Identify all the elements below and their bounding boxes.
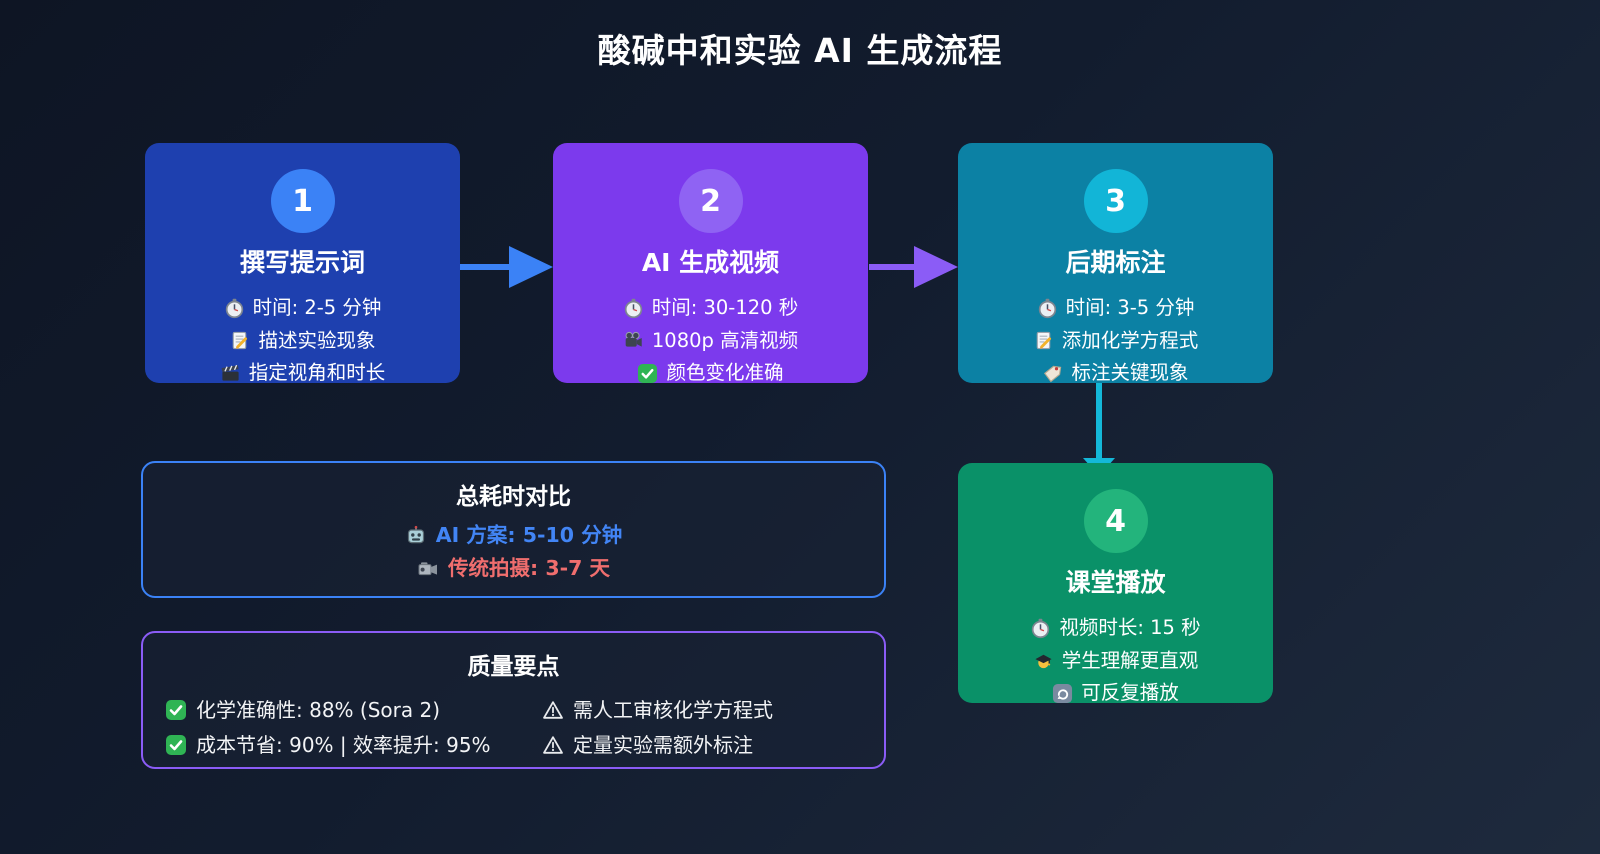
quality-item-text: 需人工审核化学方程式 — [573, 698, 773, 722]
student-icon — [1033, 650, 1054, 671]
step-detail: 学生理解更直观 — [958, 645, 1273, 678]
robot-icon — [405, 525, 427, 547]
repeat-icon — [1052, 683, 1073, 704]
step-detail-text: 描述实验现象 — [258, 328, 376, 352]
page-title: 酸碱中和实验 AI 生成流程 — [597, 31, 1003, 70]
quality-grid: 化学准确性: 88% (Sora 2) 需人工审核化学方程式 成本节省: 90%… — [143, 695, 884, 760]
arrow-shaft — [1096, 383, 1102, 465]
memo-icon — [1033, 330, 1054, 351]
step-detail: 颜色变化准确 — [553, 357, 868, 390]
step-detail-text: 颜色变化准确 — [666, 361, 784, 384]
movie-camera-icon — [623, 330, 644, 351]
time-comparison-panel: 总耗时对比 AI 方案: 5-10 分钟 传统拍摄: 3-7 天 — [141, 461, 886, 598]
warning-icon — [542, 734, 564, 756]
step-detail: 标注关键现象 — [958, 357, 1273, 390]
step-detail: 时间: 30-120 秒 — [553, 292, 868, 325]
step-detail-text: 时间: 2-5 分钟 — [252, 296, 382, 319]
quality-item-text: 化学准确性: 88% (Sora 2) — [196, 698, 441, 722]
step-detail: 时间: 2-5 分钟 — [145, 292, 460, 325]
quality-item-text: 成本节省: 90% | 效率提升: 95% — [196, 733, 491, 757]
step-4-title: 课堂播放 — [1065, 568, 1166, 597]
step-2-number-badge: 2 — [678, 169, 743, 233]
step-3-details: 时间: 3-5 分钟 添加化学方程式 标注关键现象 — [958, 292, 1273, 390]
check-icon — [165, 699, 187, 721]
stopwatch-icon — [1030, 618, 1051, 639]
warning-icon — [542, 699, 564, 721]
step-1-details: 时间: 2-5 分钟 描述实验现象 指定视角和时长 — [145, 292, 460, 390]
arrow-head-icon — [914, 246, 958, 288]
step-detail-text: 标注关键现象 — [1071, 361, 1189, 384]
step-detail: 描述实验现象 — [145, 325, 460, 358]
step-detail-text: 视频时长: 15 秒 — [1059, 616, 1201, 639]
arrow-shaft — [459, 264, 509, 270]
check-icon — [637, 363, 658, 384]
step-card-4: 4 课堂播放 视频时长: 15 秒 学生理解更直观 可反复播放 — [958, 463, 1273, 704]
step-detail-text: 添加化学方程式 — [1061, 328, 1199, 352]
step-1-title: 撰写提示词 — [239, 248, 365, 277]
arrow-head-icon — [509, 246, 553, 288]
step-detail-text: 学生理解更直观 — [1061, 648, 1199, 672]
step-detail-text: 时间: 3-5 分钟 — [1065, 296, 1195, 319]
step-detail-text: 1080p 高清视频 — [651, 328, 799, 352]
clapperboard-icon — [220, 363, 241, 384]
step-3-title: 后期标注 — [1065, 248, 1166, 277]
memo-icon — [229, 330, 250, 351]
step-detail-text: 指定视角和时长 — [248, 361, 386, 384]
traditional-filming-text: 传统拍摄: 3-7 天 — [447, 556, 610, 580]
step-card-3: 3 后期标注 时间: 3-5 分钟 添加化学方程式 标注关键现象 — [958, 143, 1273, 384]
arrow-step1-to-step2 — [459, 245, 553, 289]
arrow-step2-to-step3 — [869, 245, 958, 289]
ai-plan-row: AI 方案: 5-10 分钟 — [143, 519, 884, 552]
step-detail: 视频时长: 15 秒 — [958, 612, 1273, 645]
step-detail: 时间: 3-5 分钟 — [958, 292, 1273, 325]
step-detail: 添加化学方程式 — [958, 325, 1273, 358]
time-panel-title: 总耗时对比 — [456, 484, 571, 510]
step-3-number-badge: 3 — [1083, 169, 1148, 233]
video-camera-icon — [417, 558, 439, 580]
check-icon — [165, 734, 187, 756]
quality-points-panel: 质量要点 化学准确性: 88% (Sora 2) 需人工审核化学方程式 成本节省… — [141, 631, 886, 769]
quality-item: 化学准确性: 88% (Sora 2) — [165, 695, 542, 725]
step-card-1: 1 撰写提示词 时间: 2-5 分钟 描述实验现象 指定视角和时长 — [145, 143, 460, 384]
step-detail-text: 可反复播放 — [1081, 681, 1179, 704]
quality-item: 成本节省: 90% | 效率提升: 95% — [165, 730, 542, 760]
arrow-shaft — [869, 264, 914, 270]
step-card-2: 2 AI 生成视频 时间: 30-120 秒 1080p 高清视频 颜色变化准确 — [553, 143, 868, 384]
step-2-title: AI 生成视频 — [641, 248, 780, 277]
step-detail: 1080p 高清视频 — [553, 325, 868, 358]
label-icon — [1042, 363, 1063, 384]
step-detail: 指定视角和时长 — [145, 357, 460, 390]
step-4-number-badge: 4 — [1083, 489, 1148, 553]
stopwatch-icon — [224, 298, 245, 319]
step-detail: 可反复播放 — [958, 677, 1273, 710]
stopwatch-icon — [1037, 298, 1058, 319]
stopwatch-icon — [623, 298, 644, 319]
quality-item: 定量实验需额外标注 — [542, 730, 862, 760]
quality-panel-title: 质量要点 — [467, 654, 560, 680]
ai-plan-text: AI 方案: 5-10 分钟 — [435, 523, 623, 547]
step-4-details: 视频时长: 15 秒 学生理解更直观 可反复播放 — [958, 612, 1273, 710]
quality-item-text: 定量实验需额外标注 — [573, 733, 753, 757]
step-1-number-badge: 1 — [270, 169, 335, 233]
step-2-details: 时间: 30-120 秒 1080p 高清视频 颜色变化准确 — [553, 292, 868, 390]
traditional-filming-row: 传统拍摄: 3-7 天 — [143, 552, 884, 585]
quality-item: 需人工审核化学方程式 — [542, 695, 862, 725]
step-detail-text: 时间: 30-120 秒 — [651, 296, 799, 319]
